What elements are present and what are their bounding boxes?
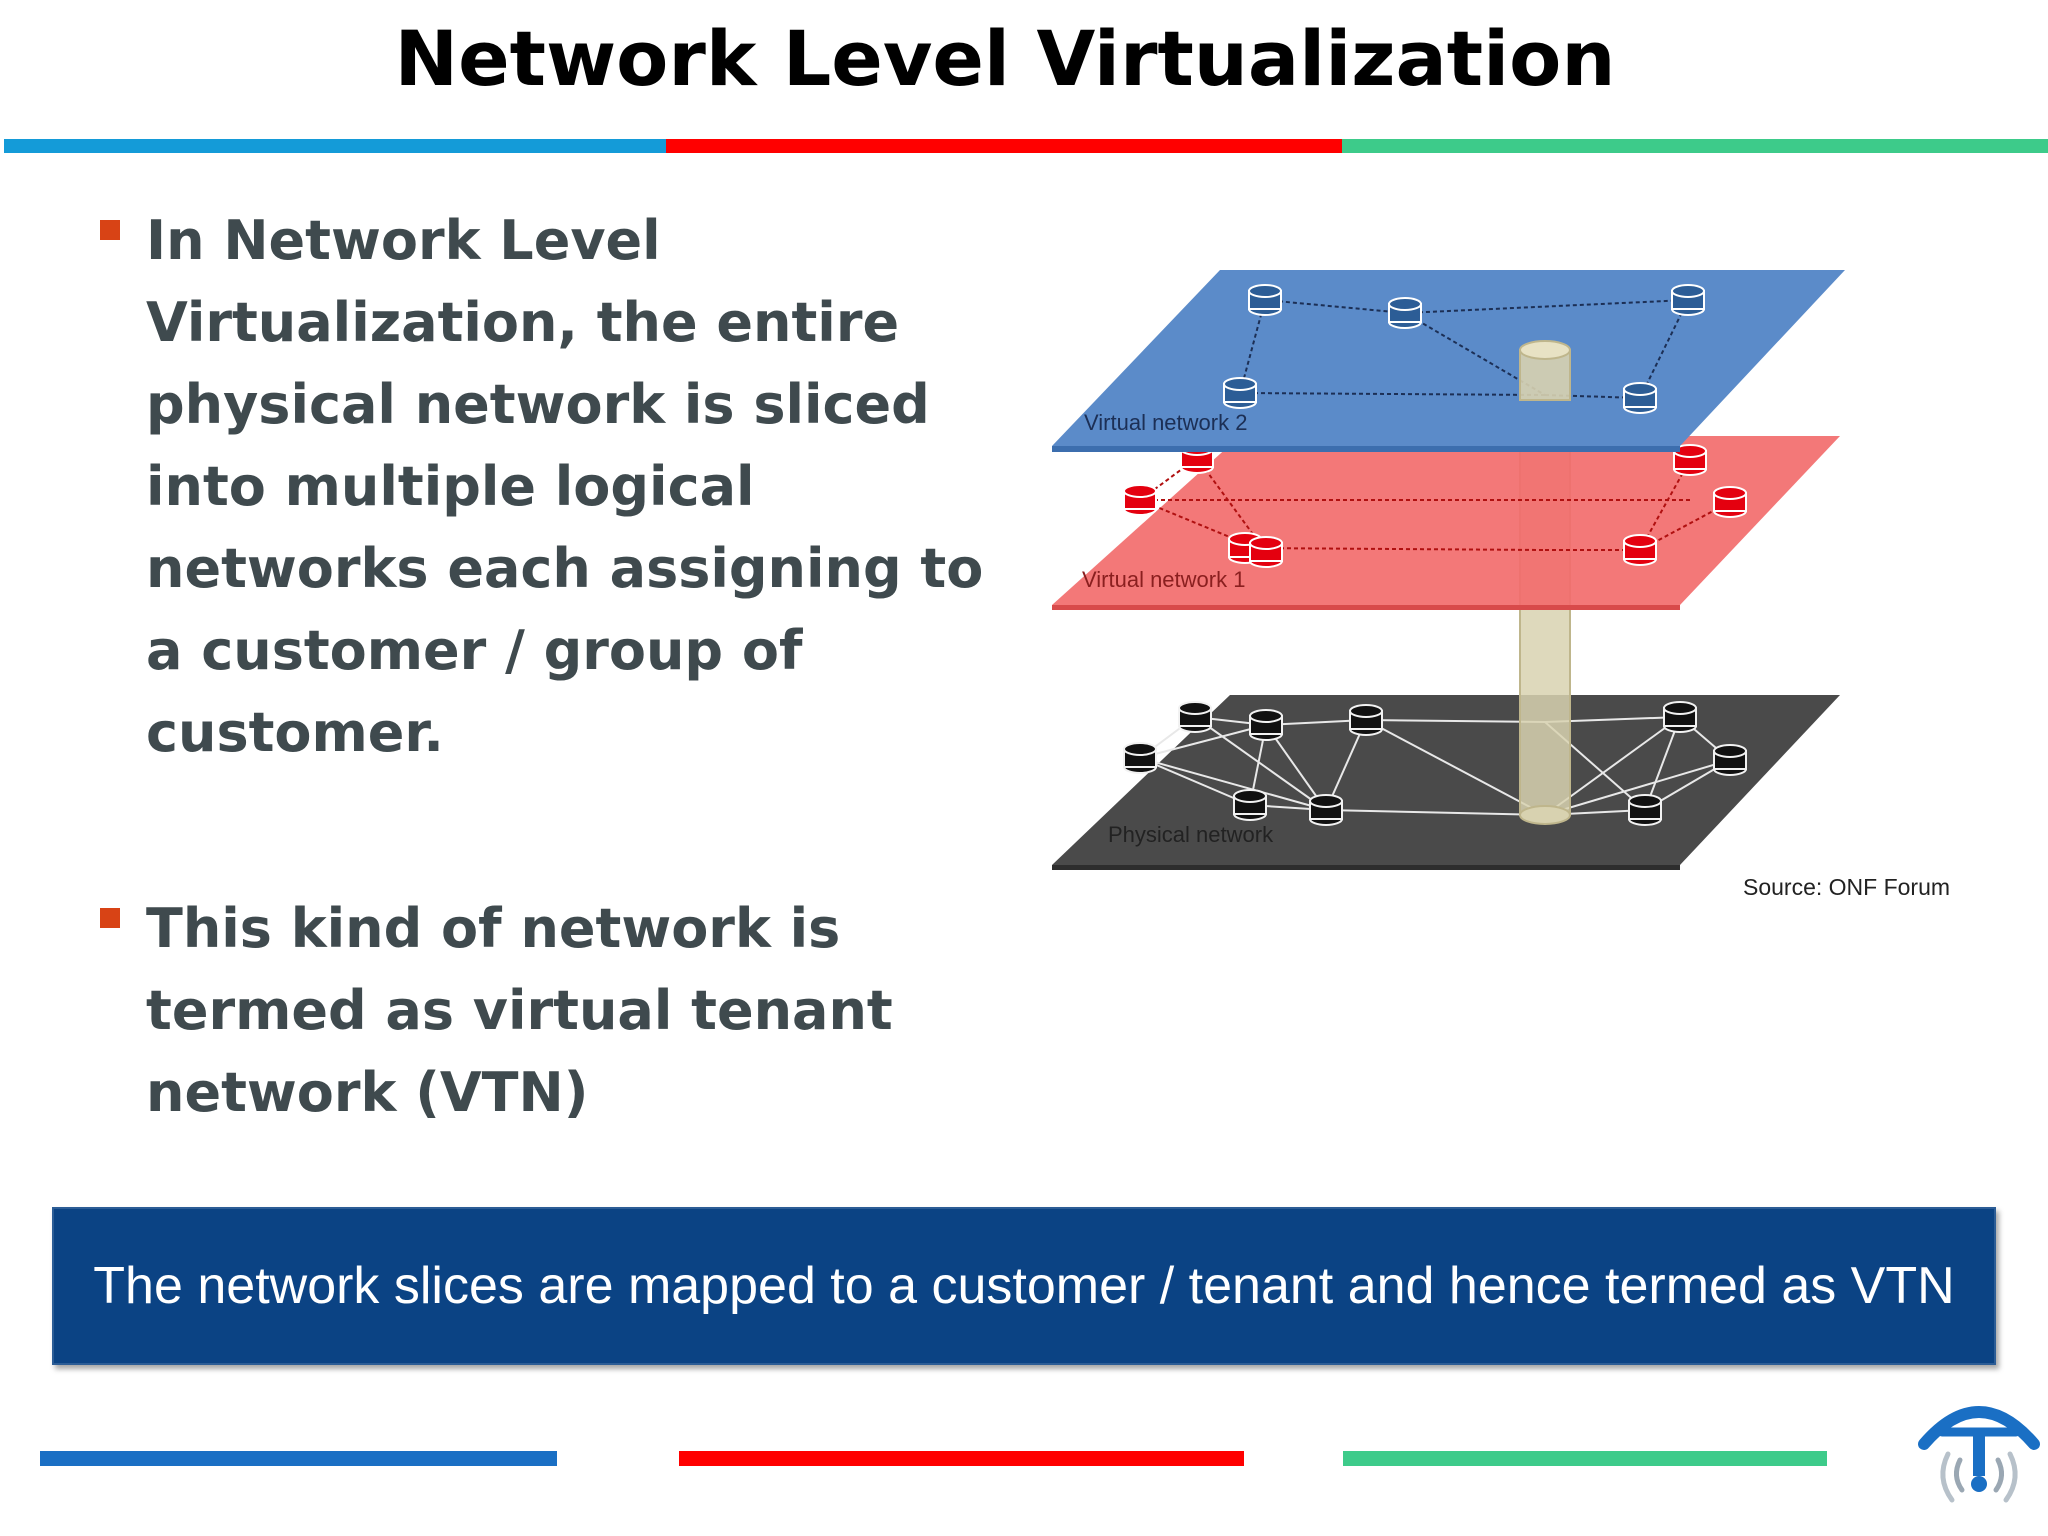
physical-network-layer: Physical network	[1052, 695, 1840, 870]
footer-bar-blue	[40, 1451, 557, 1466]
database-cylinder-icon	[1123, 742, 1157, 774]
database-cylinder-icon	[1349, 704, 1383, 736]
database-cylinder-icon	[1223, 377, 1257, 409]
database-cylinder-icon	[1623, 382, 1657, 414]
square-bullet-icon	[100, 908, 120, 928]
virtual-network-2-label: Virtual network 2	[1084, 410, 1247, 435]
virtual-network-2-layer: Virtual network 2	[1052, 270, 1845, 452]
database-cylinder-icon	[1623, 534, 1657, 566]
footer-bar-green	[1343, 1451, 1827, 1466]
physical-plane-edge	[1052, 865, 1680, 870]
physical-network-label: Physical network	[1108, 822, 1274, 847]
database-cylinder-icon	[1248, 284, 1282, 316]
database-cylinder-icon	[1233, 789, 1267, 821]
database-cylinder-icon	[1249, 536, 1283, 568]
bullet-item-2: This kind of network is termed as virtua…	[98, 888, 1018, 1134]
virtual-network-1-label: Virtual network 1	[1082, 567, 1245, 592]
database-cylinder-icon	[1713, 744, 1747, 776]
diagram-source: Source: ONF Forum	[1743, 874, 1950, 900]
database-cylinder-icon	[1178, 701, 1212, 733]
database-cylinder-icon	[1671, 284, 1705, 316]
database-cylinder-icon	[1628, 794, 1662, 826]
top-bar-blue	[4, 139, 666, 153]
virtual-network-2-edge	[1052, 446, 1680, 452]
database-cylinder-icon	[1309, 794, 1343, 826]
column-cap	[1519, 340, 1571, 360]
bullet-text-2: This kind of network is termed as virtua…	[146, 897, 893, 1124]
top-bar-red	[666, 139, 1342, 153]
column-bottom	[1519, 805, 1571, 825]
slide-title: Network Level Virtualization	[394, 14, 1616, 103]
bullet-text-1: In Network Level Virtualization, the ent…	[146, 209, 984, 764]
database-cylinder-icon	[1713, 486, 1747, 518]
bullet-item-1: In Network Level Virtualization, the ent…	[98, 200, 1018, 774]
virtual-network-1-layer: Virtual network 1	[1052, 436, 1840, 610]
square-bullet-icon	[100, 220, 120, 240]
database-cylinder-icon	[1249, 709, 1283, 741]
bullet-list: In Network Level Virtualization, the ent…	[98, 200, 1018, 1134]
callout-box: The network slices are mapped to a custo…	[52, 1207, 1996, 1365]
footer-bar-red	[679, 1451, 1244, 1466]
antenna-signal-logo	[1918, 1406, 2040, 1503]
virtual-network-1-edge	[1052, 605, 1680, 610]
database-cylinder-icon	[1123, 484, 1157, 516]
callout-text: The network slices are mapped to a custo…	[93, 1257, 1955, 1315]
top-bar-green	[1342, 139, 2048, 153]
database-cylinder-icon	[1663, 701, 1697, 733]
database-cylinder-icon	[1388, 297, 1422, 329]
network-layers-diagram: Physical network Virtual n	[1052, 270, 1950, 900]
